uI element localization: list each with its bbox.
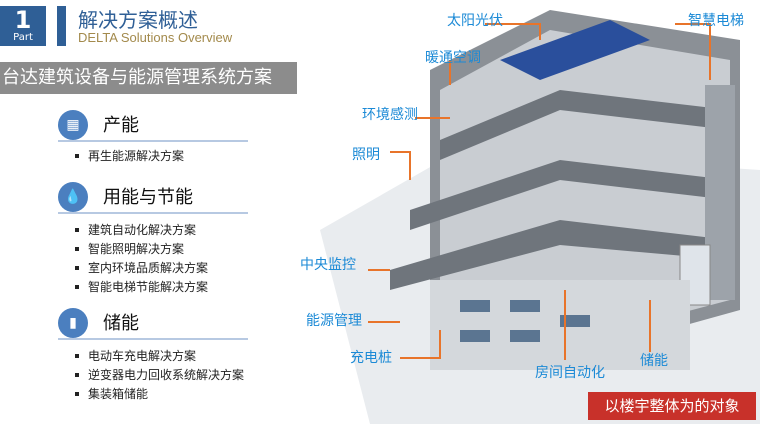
section-consumption: 💧 用能与节能 xyxy=(58,180,248,214)
list-item: 智能照明解决方案 xyxy=(75,240,208,259)
section-title: 储能 xyxy=(103,313,139,334)
list-item: 逆变器电力回收系统解决方案 xyxy=(75,366,244,385)
list-item: 室内环境品质解决方案 xyxy=(75,259,208,278)
part-number: 1 xyxy=(14,6,32,34)
scope-note: 以楼宇整体为的对象 xyxy=(588,392,756,420)
consumption-list: 建筑自动化解决方案 智能照明解决方案 室内环境品质解决方案 智能电梯节能解决方案 xyxy=(75,221,208,297)
label-charging: 充电桩 xyxy=(350,350,392,366)
list-item: 集装箱储能 xyxy=(75,385,244,404)
label-lighting: 照明 xyxy=(352,147,380,163)
list-item: 建筑自动化解决方案 xyxy=(75,221,208,240)
building-illustration xyxy=(320,10,760,424)
section-title: 用能与节能 xyxy=(103,187,193,208)
label-storage: 储能 xyxy=(640,353,668,369)
section-storage: ▮ 储能 xyxy=(58,306,248,340)
part-label: Part xyxy=(13,32,33,43)
label-solar: 太阳光伏 xyxy=(447,13,503,29)
battery-icon: ▮ xyxy=(58,308,88,338)
energy-drop-icon: 💧 xyxy=(58,182,88,212)
section-banner: 台达建筑设备与能源管理系统方案 xyxy=(0,62,297,94)
list-item: 电动车充电解决方案 xyxy=(75,347,244,366)
production-list: 再生能源解决方案 xyxy=(75,147,184,166)
section-production: ▦ 产能 xyxy=(58,108,248,142)
label-hvac: 暖通空调 xyxy=(425,50,481,66)
label-elevator: 智慧电梯 xyxy=(688,13,744,29)
solar-panel-icon: ▦ xyxy=(58,110,88,140)
page-title: 解决方案概述 xyxy=(78,8,198,32)
list-item: 再生能源解决方案 xyxy=(75,147,184,166)
section-title: 产能 xyxy=(103,115,139,136)
list-item: 智能电梯节能解决方案 xyxy=(75,278,208,297)
label-energy: 能源管理 xyxy=(306,313,362,329)
page-subtitle: DELTA Solutions Overview xyxy=(78,30,233,45)
title-bar xyxy=(57,6,66,46)
storage-list: 电动车充电解决方案 逆变器电力回收系统解决方案 集装箱储能 xyxy=(75,347,244,404)
label-monitor: 中央监控 xyxy=(300,257,356,273)
label-env: 环境感测 xyxy=(362,107,418,123)
label-room: 房间自动化 xyxy=(535,365,605,381)
